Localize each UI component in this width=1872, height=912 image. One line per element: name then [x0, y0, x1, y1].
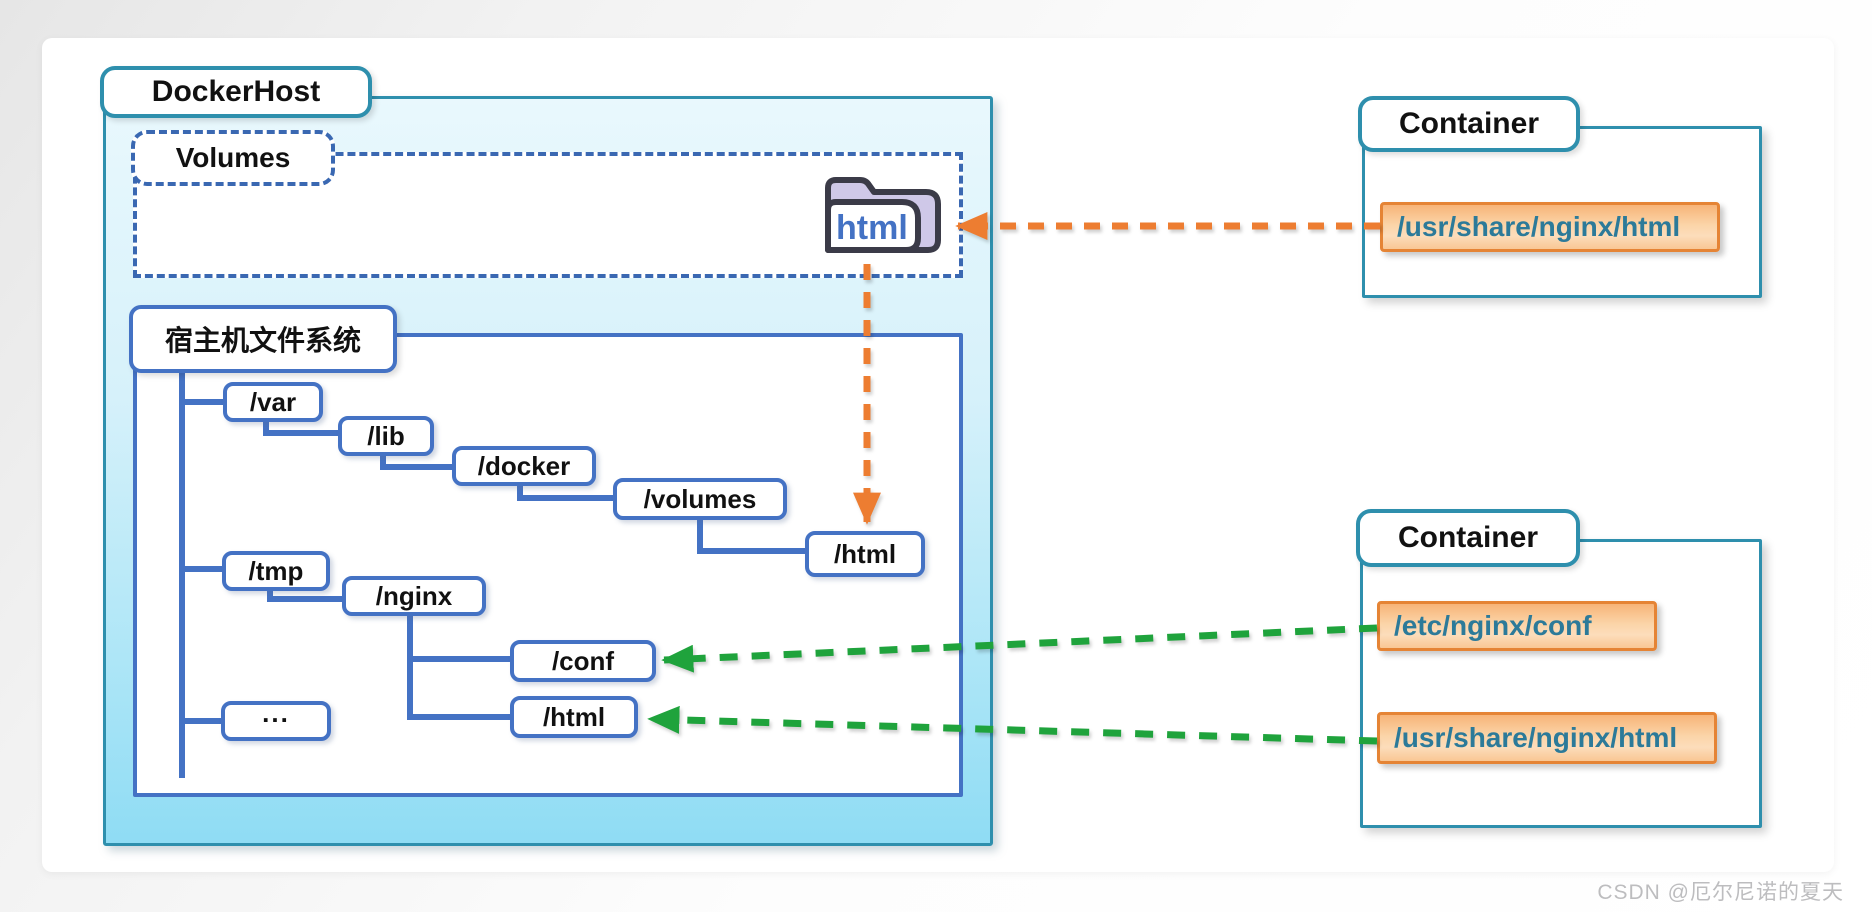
tree-connector	[263, 430, 341, 436]
folder-front	[825, 199, 921, 253]
tree-trunk-line	[179, 373, 185, 778]
filesystem-label-text: 宿主机文件系统	[164, 325, 361, 356]
tree-connector	[517, 495, 615, 501]
tree-connector	[407, 614, 413, 720]
tree-node-volumes: /volumes	[613, 478, 787, 520]
tree-node-html-volume: /html	[805, 531, 925, 577]
volumes-panel	[133, 152, 963, 278]
tree-node-nginx: /nginx	[342, 576, 486, 616]
tree-connector	[517, 484, 523, 501]
tree-connector	[183, 566, 222, 572]
tree-node-lib: /lib	[338, 416, 434, 456]
volumes-label: Volumes	[131, 130, 335, 186]
tree-connector	[183, 399, 223, 405]
folder-label: html	[836, 209, 908, 247]
tree-connector	[407, 656, 512, 662]
container-2-box	[1360, 539, 1762, 828]
dockerhost-label: DockerHost	[100, 66, 372, 118]
csdn-watermark: CSDN @厄尔尼诺的夏天	[1597, 881, 1844, 904]
tree-connector	[267, 589, 273, 602]
tree-node-html-nginx: /html	[510, 696, 638, 738]
tree-connector	[380, 464, 454, 470]
container-1-mount-path: /usr/share/nginx/html	[1380, 202, 1720, 252]
tree-connector	[380, 454, 386, 470]
tree-node-var: /var	[223, 382, 323, 422]
tree-node-conf: /conf	[510, 640, 656, 682]
dockerhost-label-text: DockerHost	[151, 75, 321, 108]
tree-connector	[267, 596, 344, 602]
folder-icon: html	[825, 177, 941, 253]
volumes-label-text: Volumes	[175, 142, 291, 173]
tree-connector	[263, 420, 269, 436]
container-2-mount-path-conf: /etc/nginx/conf	[1377, 601, 1657, 651]
tree-connector	[697, 548, 807, 554]
tree-connector	[407, 714, 512, 720]
container-1-label: Container	[1358, 96, 1580, 152]
tree-connector	[697, 518, 703, 554]
filesystem-label: 宿主机文件系统	[129, 305, 397, 373]
tree-node-ellipsis: ...	[221, 698, 331, 741]
tree-connector	[183, 718, 221, 724]
tree-node-docker: /docker	[452, 446, 596, 486]
container-2-label: Container	[1356, 509, 1580, 567]
container-2-mount-path-html: /usr/share/nginx/html	[1377, 712, 1717, 764]
tree-node-tmp: /tmp	[222, 551, 330, 591]
